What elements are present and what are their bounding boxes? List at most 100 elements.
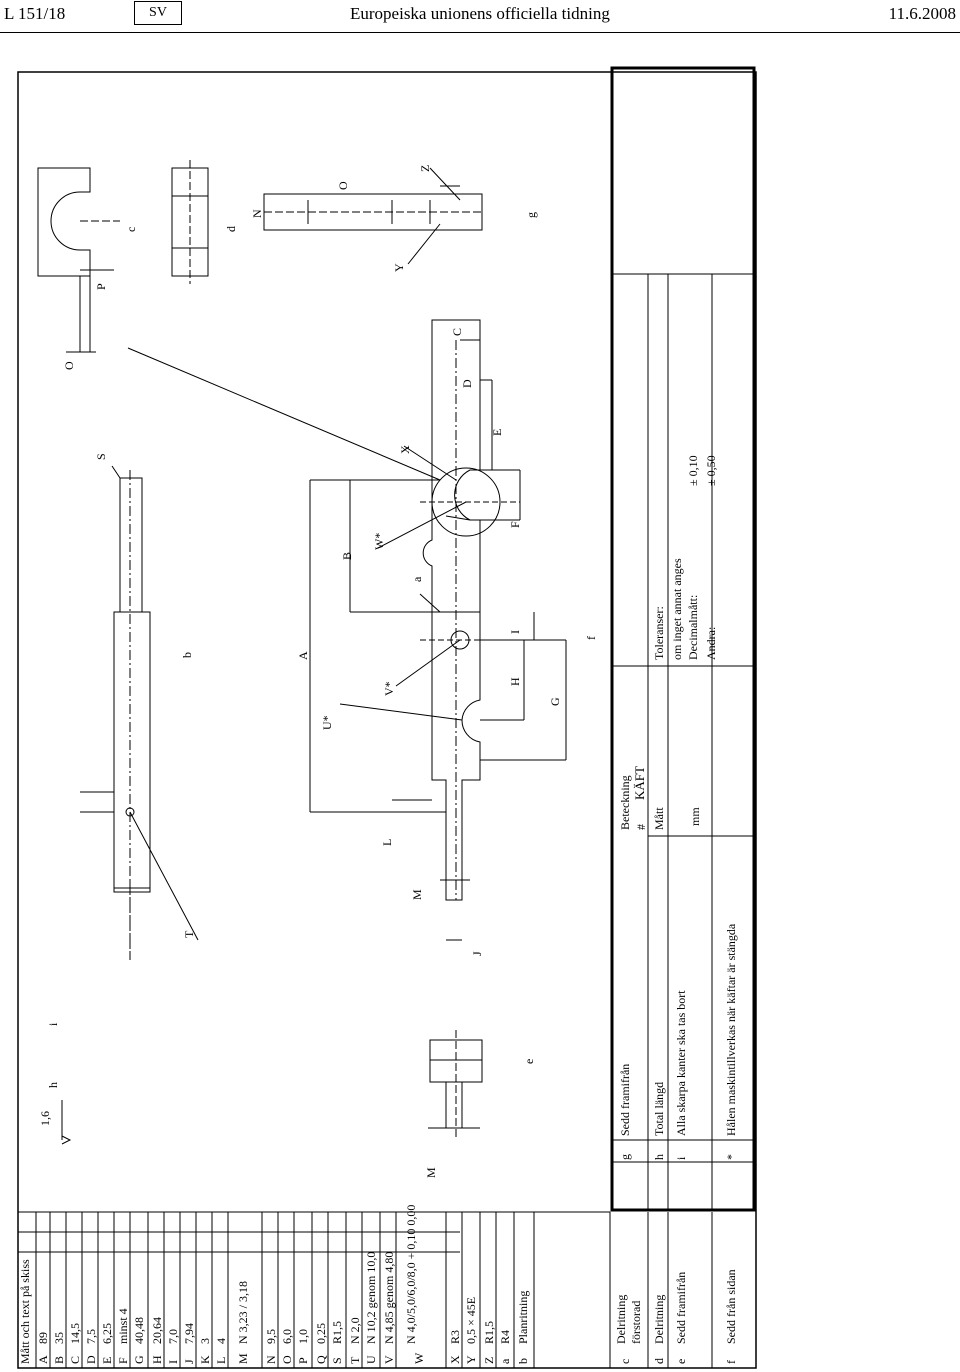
legend-value: 89	[36, 1332, 50, 1344]
legend-value: 7,94	[182, 1323, 196, 1344]
title-block	[610, 66, 756, 1212]
legend-key: Z	[482, 1356, 496, 1364]
page-ref: L 151/18	[4, 4, 66, 23]
legend-value: 4	[214, 1338, 228, 1344]
page-header: L 151/18 SV Europeiska unionens officiel…	[0, 0, 960, 34]
legend-value: R4	[498, 1329, 512, 1344]
header-rule	[0, 32, 960, 33]
tb-g-text: Sedd framifrån	[618, 1063, 632, 1136]
label-i-dim: I	[508, 630, 522, 634]
tolerance-title: Toleranser:	[652, 606, 666, 660]
unit-label: Mått	[652, 807, 666, 830]
legend-value: 35	[52, 1332, 66, 1344]
label-f-dim: F	[508, 521, 522, 528]
label-j: J	[470, 951, 484, 956]
unit-value: mm	[688, 807, 702, 826]
label-i: i	[46, 1022, 60, 1026]
label-e-dim: E	[490, 428, 504, 436]
legend-key: E	[100, 1356, 114, 1364]
label-v: V*	[382, 681, 396, 696]
legend-value: N 4,85 genom 4,80	[382, 1251, 396, 1344]
legend-table	[17, 1211, 713, 1369]
label-x: X	[398, 445, 412, 454]
legend-key: F	[116, 1357, 130, 1364]
drawing-frame	[17, 71, 757, 1369]
tb-h-text: Total längd	[652, 1081, 666, 1136]
legend-value: Planritning	[516, 1290, 530, 1344]
legend-value: 3	[198, 1338, 212, 1344]
note-text: Sedd framifrån	[674, 1271, 688, 1344]
detail-d	[171, 160, 209, 284]
label-d: d	[224, 226, 238, 232]
detail-c	[37, 167, 120, 353]
journal-title: Europeiska unionens officiella tidning	[350, 4, 610, 23]
legend-key: b	[516, 1358, 530, 1364]
legend-value: 20,64	[150, 1317, 164, 1344]
legend-value: 6,0	[280, 1329, 294, 1344]
legend-value: 14,5	[68, 1323, 82, 1344]
label-b: b	[180, 652, 194, 658]
tb-star-text: Hålen maskintillverkas när käftar är stä…	[724, 923, 738, 1136]
label-m-front: M	[424, 1167, 438, 1178]
legend-key: L	[214, 1356, 228, 1364]
legend-key: K	[198, 1355, 212, 1364]
label-c: c	[124, 226, 138, 232]
publication-date: 11.6.2008	[888, 4, 956, 23]
tb-star-key: *	[724, 1154, 738, 1160]
note-key: c	[618, 1358, 632, 1364]
legend-value: 0,5 × 45E	[464, 1296, 478, 1344]
label-h: h	[46, 1082, 60, 1088]
detail-n	[263, 167, 483, 265]
label-t: T	[182, 930, 196, 938]
jaw-side-view	[127, 319, 567, 941]
legend-key: W	[412, 1352, 426, 1364]
note-key: f	[724, 1360, 738, 1364]
legend-key: C	[68, 1355, 82, 1364]
note-text: Delritning	[652, 1294, 666, 1344]
label-n: N	[250, 209, 264, 218]
tolerance-sub: om inget annat anges	[670, 558, 684, 660]
legend-key: D	[84, 1355, 98, 1364]
tolerance-other-value: ± 0,50	[704, 455, 718, 486]
note-key: d	[652, 1358, 666, 1364]
tb-i-key: i	[674, 1156, 688, 1160]
legend-value: N 3,23 / 3,18	[236, 1281, 250, 1344]
legend-key: Y	[464, 1355, 478, 1364]
label-e: e	[522, 1058, 536, 1064]
designation-mark: #	[634, 824, 648, 830]
legend-key: U	[364, 1355, 378, 1364]
legend-value: 6,25	[100, 1323, 114, 1344]
surface-symbol	[61, 1135, 72, 1145]
jaw-plan-view	[80, 465, 199, 960]
label-l: L	[380, 838, 394, 846]
label-g-dim: G	[548, 697, 562, 706]
label-y: Y	[392, 263, 406, 272]
legend-value: 0,25	[314, 1323, 328, 1344]
tolerance-decimal-value: ± 0,10	[686, 455, 700, 486]
legend-key: a	[498, 1358, 512, 1364]
legend-key: M	[236, 1353, 250, 1364]
legend-key: H	[150, 1355, 164, 1364]
label-f: f	[584, 636, 598, 640]
legend-key: G	[132, 1355, 146, 1364]
legend-key: O	[280, 1355, 294, 1364]
legend-key: N	[264, 1355, 278, 1364]
label-u: U*	[320, 715, 334, 730]
designation-value: KÄFT	[632, 766, 647, 800]
tb-g-key: g	[618, 1154, 632, 1160]
label-o2: O	[336, 181, 350, 190]
legend-key: I	[166, 1360, 180, 1364]
legend-value: N 10,2 genom 10,0	[364, 1251, 378, 1344]
legend-key: S	[330, 1357, 344, 1364]
language-box: SV	[134, 1, 182, 25]
legend-title: Mått och text på skiss	[18, 1259, 32, 1364]
label-c-dim: C	[450, 327, 464, 336]
legend-key: V	[382, 1355, 396, 1364]
label-p: P	[94, 283, 108, 290]
note-text: Delritning förstorad	[614, 1294, 643, 1344]
legend-key: B	[52, 1355, 66, 1364]
label-z: Z	[418, 164, 432, 172]
legend-key: X	[448, 1355, 462, 1364]
legend-value: 9,5	[264, 1329, 278, 1344]
